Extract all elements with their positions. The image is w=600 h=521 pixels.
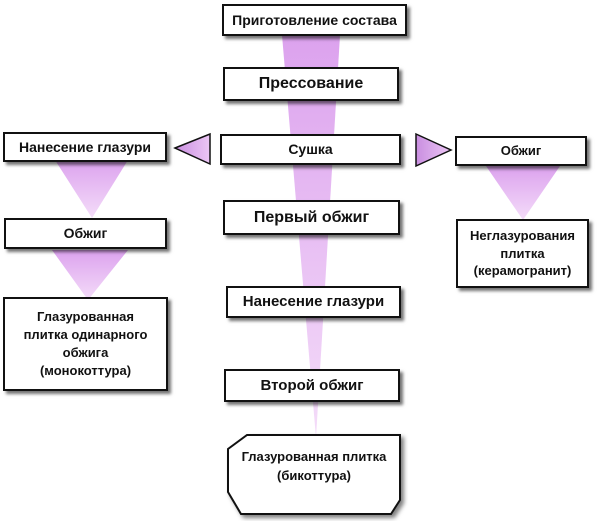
center-step-3-label: Сушка bbox=[288, 141, 333, 158]
right-branch-arrow bbox=[415, 132, 453, 168]
center-step-5: Нанесение глазури bbox=[226, 286, 401, 318]
left-result-line-3: обжига bbox=[62, 345, 109, 360]
left-branch-arrow bbox=[173, 132, 211, 166]
left-result-line-2: плитка одинарного bbox=[23, 326, 148, 342]
center-step-5-label: Нанесение глазури bbox=[242, 293, 385, 310]
left-funnel-arrow-2 bbox=[52, 250, 128, 300]
right-result-line-1: Неглазурования bbox=[470, 228, 575, 244]
left-result-line-1: Глазурованная bbox=[36, 308, 135, 324]
right-step-1: Обжиг bbox=[455, 136, 587, 166]
center-step-3: Сушка bbox=[220, 134, 401, 165]
center-step-2: Прессование bbox=[223, 67, 399, 101]
left-step-2: Обжиг bbox=[4, 218, 167, 249]
center-result-line-1: Глазурованная плитка bbox=[241, 449, 387, 464]
center-step-1: Приготовление состава bbox=[222, 4, 407, 36]
right-funnel-arrow bbox=[486, 166, 560, 220]
left-result: Глазурованная плитка одинарного обжига (… bbox=[3, 297, 168, 391]
center-result: Глазурованная плитка (бикоттура) bbox=[230, 448, 398, 486]
left-step-1-label: Нанесение глазури bbox=[19, 138, 151, 155]
left-result-line-4: (монокоттура) bbox=[39, 363, 132, 379]
center-result-line-2: (бикоттура) bbox=[277, 467, 351, 483]
left-step-1: Нанесение глазури bbox=[3, 132, 167, 162]
center-step-6: Второй обжиг bbox=[224, 369, 400, 402]
left-step-2-label: Обжиг bbox=[63, 225, 108, 242]
right-result-line-2: плитка bbox=[500, 245, 545, 261]
center-step-1-label: Приготовление состава bbox=[232, 11, 397, 28]
center-step-4-label: Первый обжиг bbox=[253, 208, 370, 226]
center-result-shape bbox=[227, 434, 401, 515]
center-step-6-label: Второй обжиг bbox=[260, 376, 364, 394]
left-funnel-arrow-1 bbox=[55, 160, 128, 218]
center-step-2-label: Прессование bbox=[258, 75, 364, 93]
right-result: Неглазурования плитка (керамогранит) bbox=[456, 219, 589, 288]
center-step-4: Первый обжиг bbox=[223, 200, 400, 235]
right-result-line-3: (керамогранит) bbox=[473, 263, 572, 279]
right-step-1-label: Обжиг bbox=[500, 143, 542, 159]
